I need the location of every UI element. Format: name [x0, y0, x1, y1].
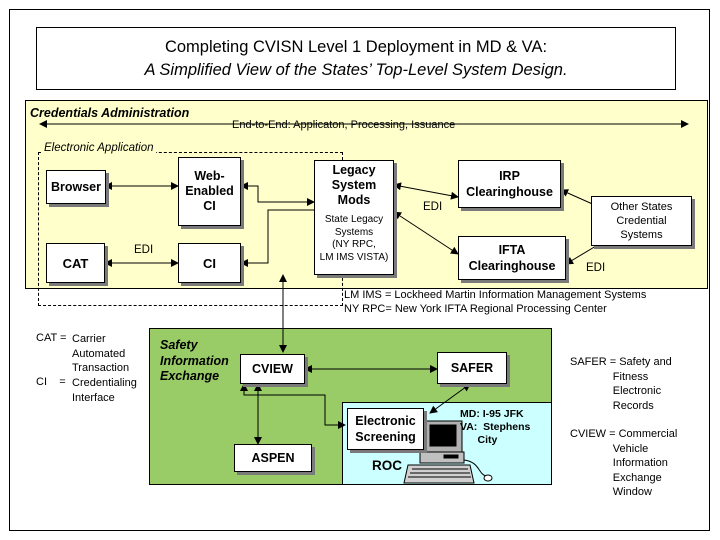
page-subtitle: A Simplified View of the States’ Top-Lev… [144, 61, 568, 79]
irp-label: IRP Clearinghouse [466, 169, 553, 199]
legacy-system-mods-node: Legacy System Mods State Legacy Systems … [314, 160, 394, 275]
ci-definition-term: CI = [36, 376, 69, 388]
safer-label: SAFER [450, 361, 494, 375]
roc-label: ROC [372, 458, 402, 473]
safer-node: SAFER [437, 352, 507, 384]
aspen-label: ASPEN [251, 451, 295, 465]
ci-legacy-link [240, 209, 314, 267]
computer-icon [403, 420, 493, 484]
ci-definition-text: Credentialing Interface [72, 377, 137, 404]
safety-information-exchange-label: Safety Information Exchange [160, 338, 229, 383]
cat-definition-text: Carrier Automated Transaction [72, 333, 130, 374]
page-title: Completing CVISN Level 1 Deployment in M… [164, 38, 548, 56]
cview-definition: CVIEW = Commercial Vehicle Information E… [570, 428, 678, 498]
web-enabled-ci-node: Web- Enabled CI [178, 157, 241, 226]
cview-node: CVIEW [240, 354, 305, 384]
legacy-title: Legacy System Mods [331, 163, 377, 207]
credentials-label: Credentials Administration [30, 106, 190, 120]
ifta-label: IFTA Clearinghouse [468, 243, 556, 273]
cview-label: CVIEW [252, 362, 293, 376]
ny-rpc-note: NY RPC= New York IFTA Regional Processin… [344, 303, 607, 315]
cat-definition-term: CAT = [36, 332, 67, 344]
legacy-irp-link [393, 182, 459, 200]
safer-screening-link [429, 383, 471, 414]
web-enabled-ci-label: Web- Enabled CI [185, 169, 234, 213]
electronic-application-label: Electronic Application [42, 142, 156, 154]
title-box [36, 27, 676, 90]
edi-label-cat: EDI [134, 244, 154, 256]
browser-label: Browser [50, 180, 102, 194]
aspen-node: ASPEN [234, 444, 312, 472]
other-states-node: Other States Credential Systems [591, 196, 692, 246]
edi-label-legacy: EDI [423, 201, 443, 213]
other-states-label: Other States Credential Systems [610, 201, 673, 241]
irp-clearinghouse-node: IRP Clearinghouse [458, 160, 561, 208]
webci-legacy-link [240, 182, 315, 206]
cat-label: CAT [62, 255, 89, 271]
browser-node: Browser [46, 170, 106, 204]
ci-node: CI [178, 243, 241, 283]
cat-node: CAT [46, 243, 105, 283]
lm-ims-note: LM IMS = Lockheed Martin Information Man… [344, 289, 647, 301]
legacy-ifta-link [393, 211, 459, 255]
electronic-screening-node: Electronic Screening [347, 408, 424, 450]
state-legacy-systems: State Legacy Systems (NY RPC, LM IMS VIS… [319, 214, 389, 263]
edi-label-ifta: EDI [586, 262, 606, 274]
ci-label: CI [203, 255, 216, 271]
outer-frame [9, 9, 710, 531]
electronic-screening-label: Electronic Screening [355, 414, 416, 444]
end-to-end-label: End-to-End: Applicaton, Processing, Issu… [232, 119, 456, 131]
site-note: MD: I-95 JFK VA: Stephens City [460, 408, 531, 446]
ifta-clearinghouse-node: IFTA Clearinghouse [458, 236, 566, 280]
cview-screening-link [243, 384, 346, 429]
safer-definition: SAFER = Safety and Fitness Electronic Re… [570, 356, 672, 412]
